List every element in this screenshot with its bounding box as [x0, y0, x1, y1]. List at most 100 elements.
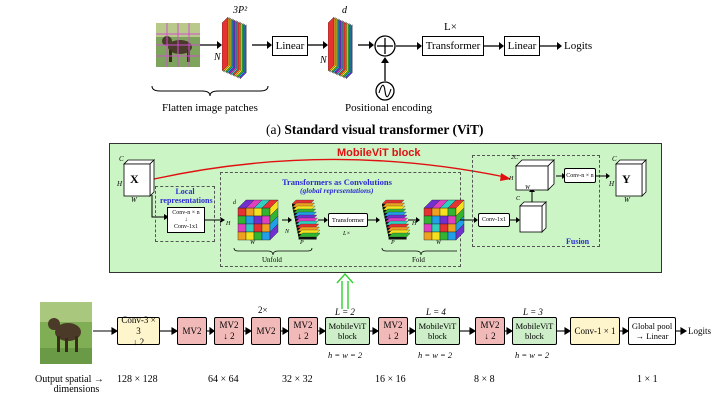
add-icon	[374, 35, 396, 57]
input-image-patches	[156, 23, 200, 67]
arrow	[368, 217, 380, 223]
hw-label: h = w = 2	[418, 350, 453, 360]
two-c-label: 2C	[511, 155, 519, 161]
y-label: Y	[622, 172, 631, 186]
w-label: W	[250, 240, 255, 246]
mv2-down-block: MV2 ↓ 2	[378, 317, 408, 345]
l2-label: L = 2	[335, 307, 355, 317]
unfolded-stack	[291, 199, 320, 240]
conv1x1-block: Conv-1 × 1	[570, 317, 620, 345]
mvit-label: MobileViT	[515, 321, 554, 331]
h-label: H	[509, 176, 514, 182]
mv2-down-block: MV2 ↓ 2	[288, 317, 318, 345]
transformed-stack	[381, 199, 410, 240]
block-transformer-box: Transformer	[328, 213, 368, 227]
mv2-down-block: MV2 ↓ 2	[475, 317, 505, 345]
arrow	[358, 41, 374, 49]
x-label: X	[130, 172, 139, 186]
embedding-stack	[328, 16, 353, 80]
repeat-label: L×	[444, 21, 457, 33]
down-arrow-icon: ↓	[184, 216, 188, 223]
mv2-label: MV2	[293, 320, 313, 330]
arrow	[540, 42, 562, 50]
c-label: C	[612, 155, 617, 163]
w-label: W	[624, 196, 630, 204]
arrow	[510, 217, 520, 223]
stride-label: ↓ 2	[297, 331, 309, 341]
flatten-brace	[151, 85, 269, 96]
arrow	[484, 42, 504, 50]
vit-caption: (a) Standard visual transformer (ViT)	[266, 122, 483, 138]
l-label: L×	[343, 231, 351, 237]
block-word: block	[338, 331, 357, 341]
hw-label: h = w = 2	[515, 350, 550, 360]
mv2-block: MV2	[177, 317, 207, 345]
positional-encoding-label: Positional encoding	[345, 102, 433, 114]
linear-button: Linear	[272, 36, 308, 56]
n-label: N	[320, 55, 327, 66]
n-label: N	[285, 229, 290, 235]
stem-label: Conv-3 × 3	[121, 314, 156, 336]
feature-cube-fold	[423, 199, 465, 241]
unfold-fold-braces	[233, 247, 457, 256]
h-label: H	[117, 180, 123, 188]
arrow	[282, 217, 292, 223]
patch-dim-label: 3P²	[233, 5, 248, 16]
dim-8: 8 × 8	[474, 374, 495, 385]
mv2-label: MV2	[480, 320, 500, 330]
input-tensor-x	[123, 159, 155, 197]
dims-label-line1: Output spatial →	[35, 374, 104, 385]
d-label: d	[342, 5, 347, 16]
arrow	[151, 195, 169, 220]
mv2-label: MV2	[383, 320, 403, 330]
repeat-2x-label: 2×	[258, 305, 268, 315]
arrow	[408, 217, 420, 223]
h-label: H	[412, 221, 417, 227]
caption-prefix: (a)	[266, 122, 285, 137]
input-image	[40, 302, 92, 364]
h-label: H	[609, 180, 615, 188]
flatten-label: Flatten image patches	[162, 102, 258, 114]
conv-1x1-label: Conv-1x1	[174, 223, 198, 230]
arrow	[596, 173, 610, 179]
w-label: W	[436, 240, 441, 246]
arrow	[252, 41, 272, 49]
projected-tensor	[519, 201, 547, 233]
residual-arrow	[153, 158, 511, 181]
mobilevit-block-1: MobileViT block	[325, 317, 370, 345]
linear-label: → Linear	[635, 331, 669, 341]
local-conv-box: Conv-n × n ↓ Conv-1x1	[167, 207, 205, 233]
flatten-arrow	[200, 41, 222, 49]
transformer-box: Transformer	[422, 36, 484, 56]
mv2-down-block: MV2 ↓ 2	[214, 317, 244, 345]
positional-encoding-icon	[375, 57, 395, 101]
fusion-conv1x1-box: Conv-1x1	[478, 213, 510, 227]
w-label: W	[525, 185, 530, 191]
unfold-label: Unfold	[262, 256, 282, 264]
logits-label: Logits	[564, 40, 593, 52]
arrow	[205, 217, 225, 223]
fold-label: Fold	[412, 256, 425, 264]
patch-sequence-stack	[222, 16, 247, 80]
stem-conv-block: Conv-3 × 3 ↓ 2	[117, 314, 160, 347]
output-tensor-y	[615, 159, 647, 197]
mobilevit-block-2: MobileViT block	[415, 317, 460, 345]
p-label: P	[300, 240, 304, 246]
mobilevit-block-title: MobileViT block	[337, 147, 421, 159]
stride-label: ↓ 2	[223, 331, 235, 341]
mobilevit-block-3: MobileViT block	[512, 317, 557, 345]
h-label: H	[226, 221, 231, 227]
arrow	[308, 41, 328, 49]
pipeline-logits-label: Logits	[688, 326, 712, 336]
block-word: block	[428, 331, 447, 341]
block-word: block	[525, 331, 544, 341]
l3-label: L = 3	[523, 307, 543, 317]
arrow	[396, 42, 422, 50]
mv2-label: MV2	[219, 320, 239, 330]
conv-nxn-label: Conv-n × n	[172, 209, 200, 216]
p-label: P	[391, 240, 395, 246]
fusion-box	[472, 155, 600, 247]
fusion-label: Fusion	[566, 237, 590, 246]
mvit-label: MobileViT	[328, 321, 367, 331]
stride-label: ↓ 2	[484, 331, 496, 341]
